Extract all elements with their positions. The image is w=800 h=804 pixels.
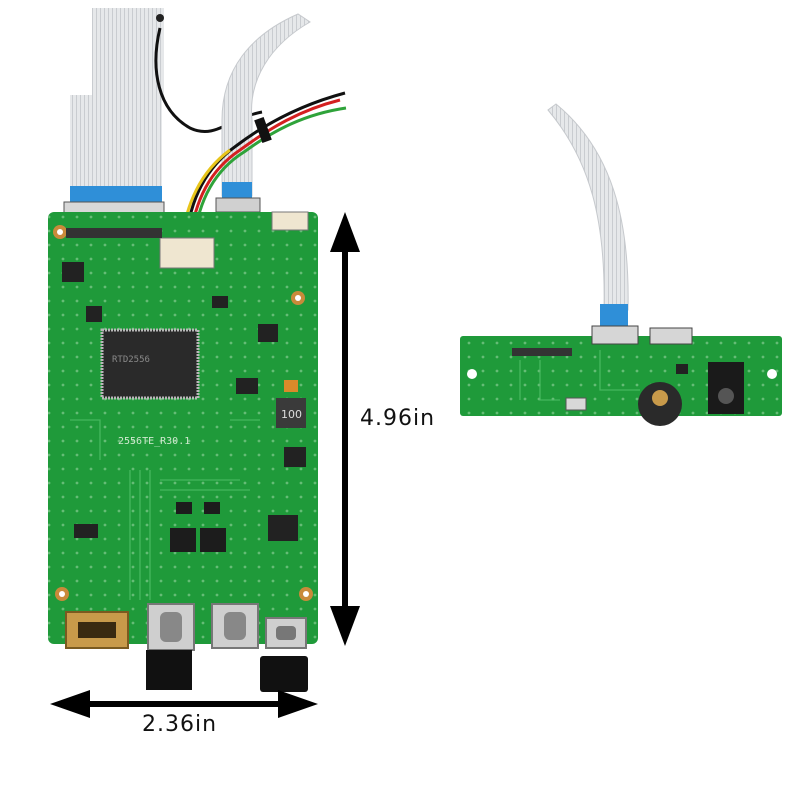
hdmi-port (65, 611, 129, 649)
keypad-ribbon-cable (547, 103, 629, 311)
power-wires (180, 91, 347, 241)
chip-marking: RTD2556 (112, 355, 150, 365)
usb-c-port-1 (146, 603, 195, 690)
width-arrow (50, 690, 318, 718)
usb-c-port-2 (211, 603, 259, 649)
inductor: 100 (276, 398, 306, 428)
touch-ribbon-cable (215, 13, 311, 213)
scaler-chip: RTD2556 (100, 328, 200, 400)
board-model-silkscreen: 2556TE_R30.1 (118, 436, 190, 447)
audio-jack (708, 362, 744, 414)
width-dimension-label: 2.36in (142, 712, 218, 737)
height-arrow (330, 212, 360, 646)
keypad-board (460, 103, 782, 426)
height-dimension-label: 4.96in (360, 406, 436, 431)
main-driver-board: RTD2556 100 2556TE_R30.1 (48, 8, 347, 692)
inductor-marking: 100 (281, 408, 302, 421)
micro-usb-port (260, 617, 308, 692)
lvds-ribbon-cable (63, 8, 165, 221)
rotary-knob (638, 382, 682, 426)
